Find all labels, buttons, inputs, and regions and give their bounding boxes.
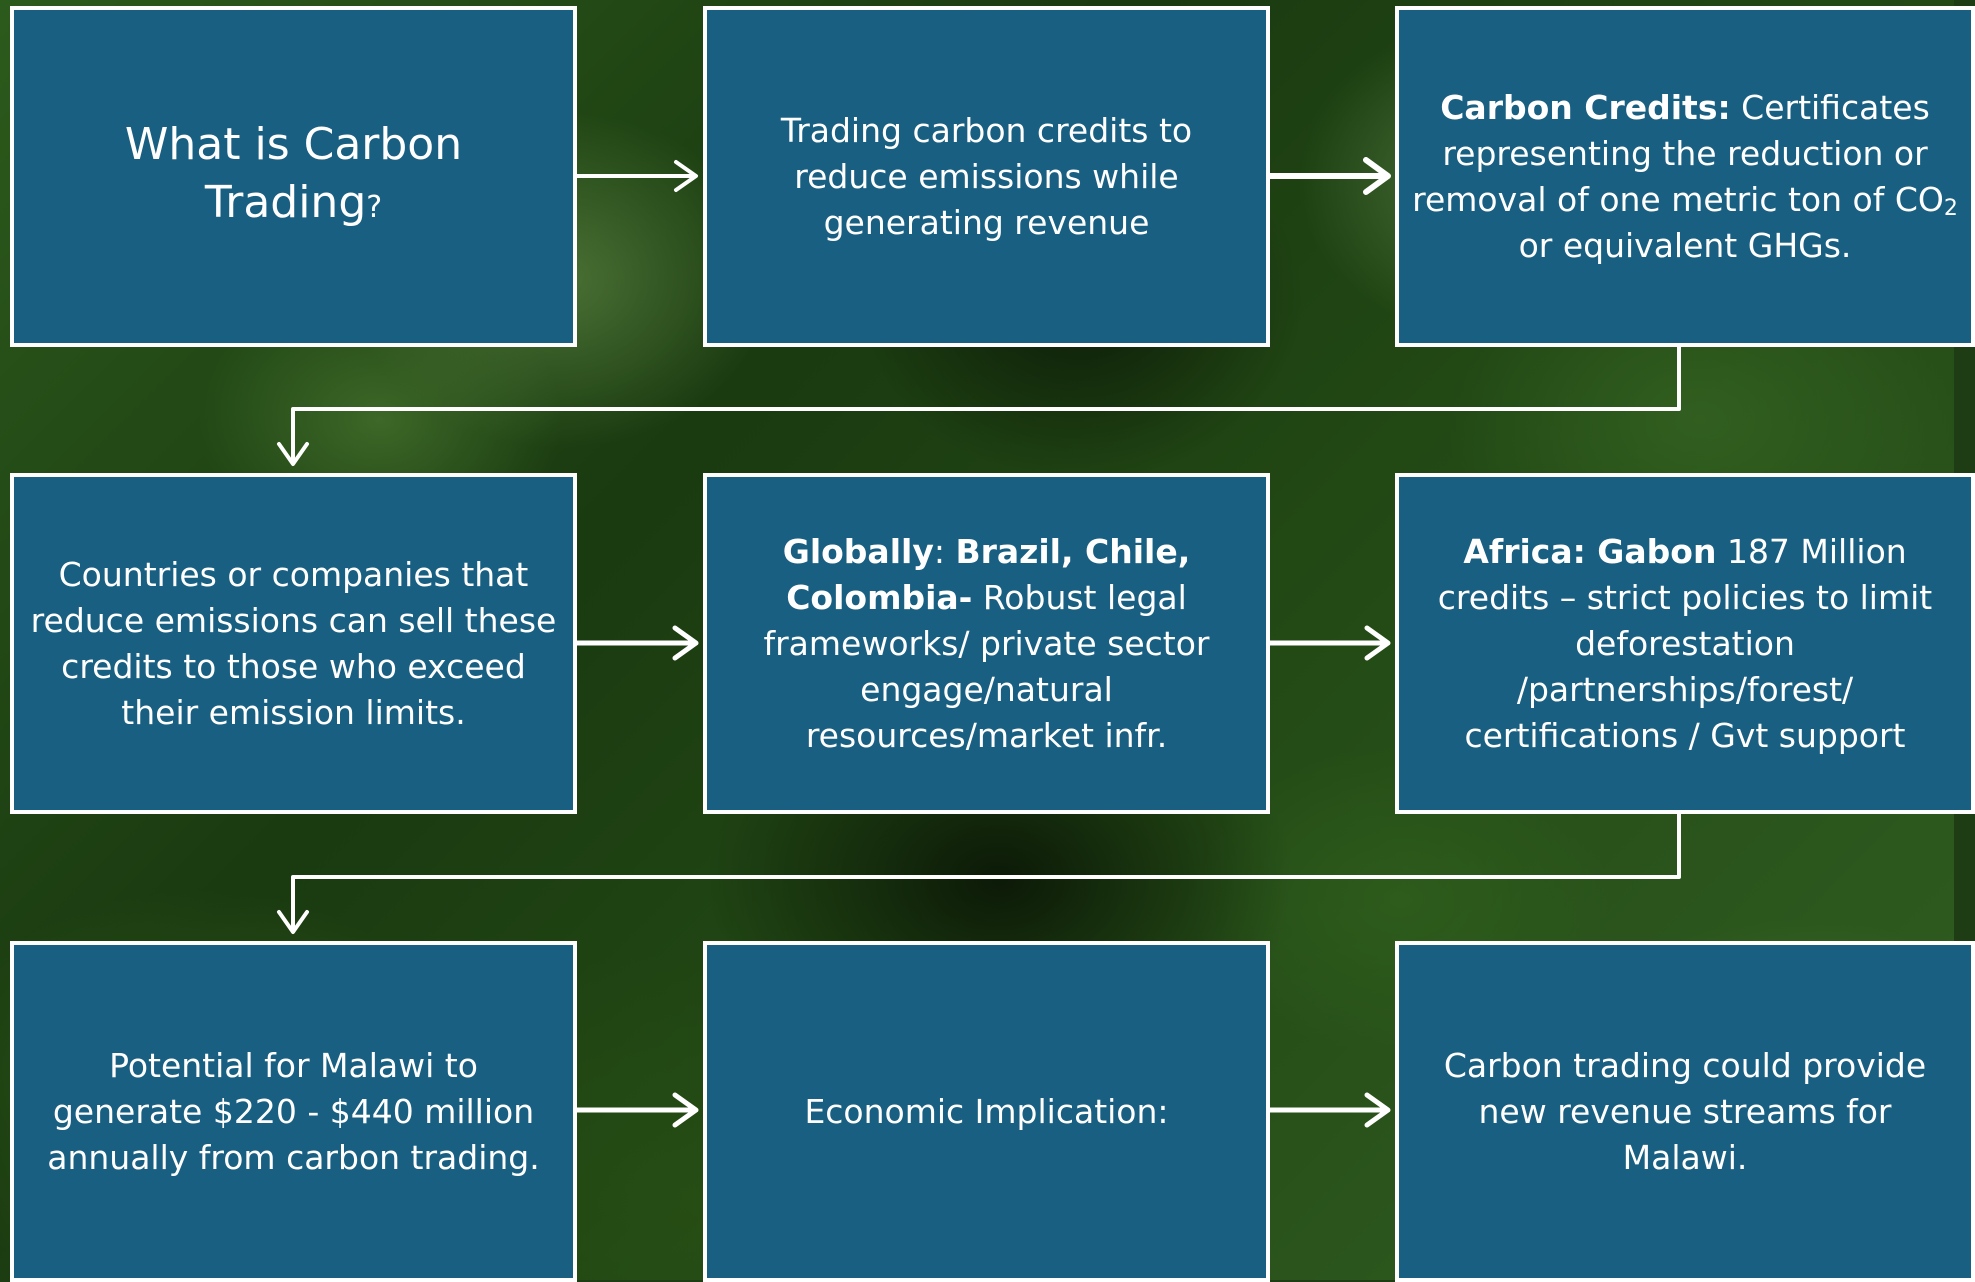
arrow-1-to-2 xyxy=(575,160,698,192)
box-title-line2: Trading xyxy=(204,177,367,228)
box-revenue-streams: Carbon trading could provide new revenue… xyxy=(1395,941,1975,1282)
box-title-qmark: ? xyxy=(366,190,383,225)
box-text: Countries or companies that reduce emiss… xyxy=(30,554,557,732)
box-text: Potential for Malawi to generate $220 - … xyxy=(47,1045,540,1177)
box-subscript: 2 xyxy=(1943,195,1958,221)
box-title-line1: What is Carbon xyxy=(124,119,463,170)
box-bold-globally: Globally xyxy=(782,531,934,571)
box-malawi-potential: Potential for Malawi to generate $220 - … xyxy=(10,941,577,1282)
box-text: Carbon trading could provide new revenue… xyxy=(1443,1045,1927,1177)
box-text: Certificates representing the reduction … xyxy=(1412,87,1944,219)
arrow-5-to-6 xyxy=(1267,625,1391,661)
arrow-4-to-5 xyxy=(574,625,699,661)
arrow-8-to-9 xyxy=(1267,1092,1391,1128)
box-sell-credits: Countries or companies that reduce emiss… xyxy=(10,473,577,814)
box-bold-label: Africa: Gabon xyxy=(1463,531,1717,571)
box-text: 187 Million credits – strict policies to… xyxy=(1437,531,1933,755)
box-trading-definition: Trading carbon credits to reduce emissio… xyxy=(703,6,1270,347)
box-bold-label: Carbon Credits: xyxy=(1440,87,1731,127)
arrow-2-to-3 xyxy=(1267,157,1391,195)
box-colon: : xyxy=(933,531,956,571)
elbow-connector-3-to-4 xyxy=(277,345,1681,466)
box-africa-gabon: Africa: Gabon 187 Million credits – stri… xyxy=(1395,473,1975,814)
box-text: Economic Implication: xyxy=(804,1091,1169,1131)
box-economic-implication: Economic Implication: xyxy=(703,941,1270,1282)
box-globally: Globally: Brazil, Chile, Colombia- Robus… xyxy=(703,473,1270,814)
box-carbon-credits: Carbon Credits: Certificates representin… xyxy=(1395,6,1975,347)
box-bold-countries: Brazil, Chile, Colombia- xyxy=(786,531,1191,617)
box-text-tail: or equivalent GHGs. xyxy=(1518,225,1852,265)
elbow-connector-6-to-7 xyxy=(277,812,1681,934)
box-text: Robust legal frameworks/ private sector … xyxy=(763,577,1210,755)
box-text: Trading carbon credits to reduce emissio… xyxy=(780,110,1193,242)
arrow-7-to-8 xyxy=(574,1092,699,1128)
box-what-is-carbon-trading: What is Carbon Trading? xyxy=(10,6,577,347)
